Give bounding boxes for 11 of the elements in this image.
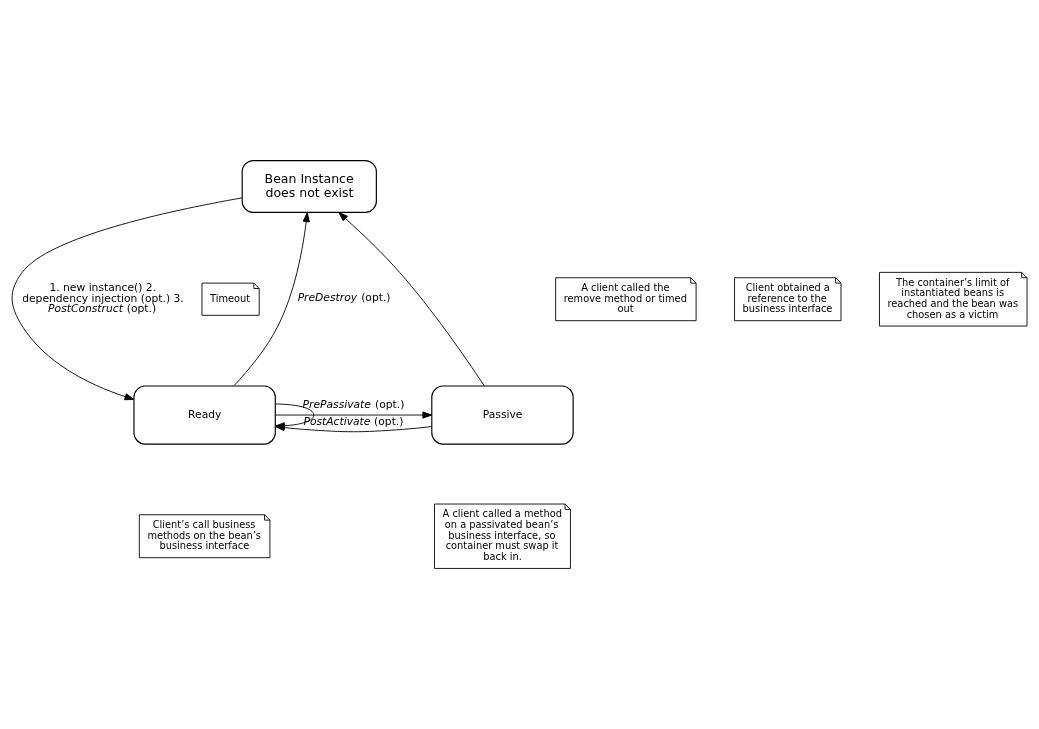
arrow: [11, 197, 243, 401]
edge-label: PrePassivate (opt.): [302, 398, 405, 412]
edge-label: PreDestroy (opt.): [297, 291, 391, 305]
node-box: Ready: [133, 385, 276, 445]
edge-label: PostActivate (opt.): [303, 415, 404, 429]
arrow: [233, 212, 310, 387]
node-box: Passive: [431, 385, 574, 445]
arrow: [338, 212, 485, 387]
arrow: [275, 411, 433, 419]
edge-label: 1. new instance() 2. dependency injection (opt.) 3. PostConstruct (opt.): [22, 280, 184, 316]
node-box: Bean Instance does not exist: [241, 160, 377, 214]
